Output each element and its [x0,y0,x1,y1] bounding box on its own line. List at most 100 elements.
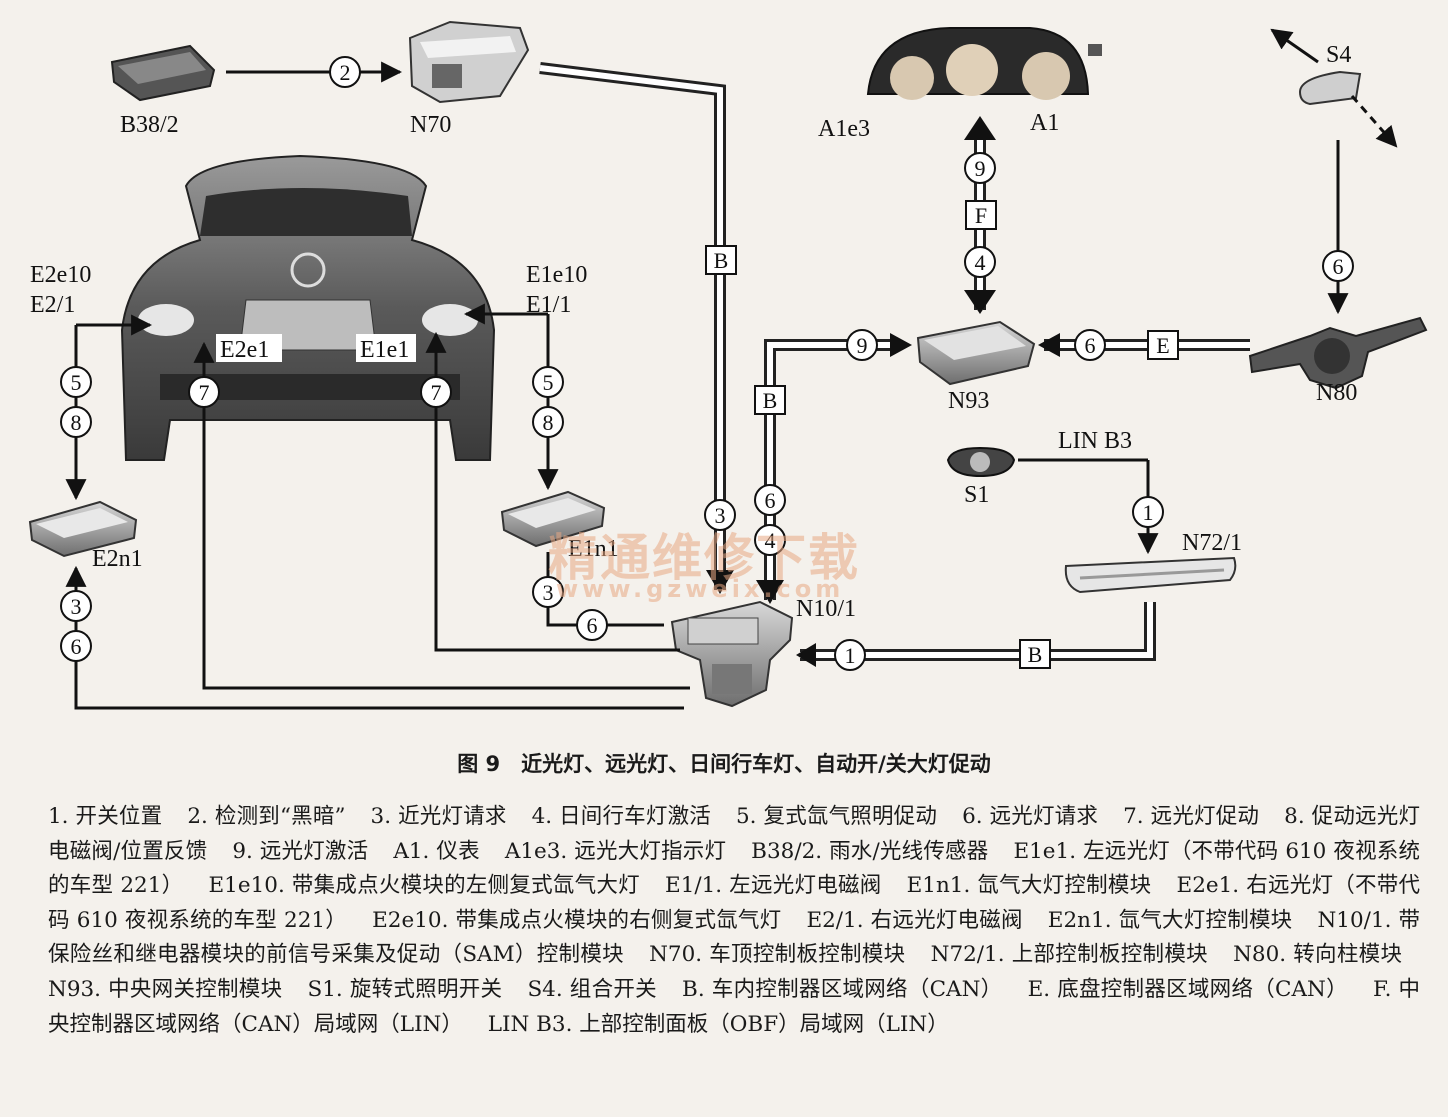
bubble-5-right: 5 [532,366,564,398]
tag-e-n80: E [1147,330,1179,360]
label-e1e1: E1e1 [360,337,409,363]
bubble-1-n10: 1 [834,639,866,671]
watermark-url: www.gzweix.com [556,575,845,603]
legend-item: E1n1. 氙气大灯控制模块 [906,873,1152,899]
svg-text:6: 6 [1085,333,1096,358]
upper-control-panel-n72-1 [1064,556,1237,594]
svg-text:7: 7 [199,380,210,405]
bubble-1-lin: 1 [1132,496,1164,528]
legend-item: N70. 车顶控制板控制模块 [649,942,906,968]
legend: 1. 开关位置 2. 检测到“黑暗” 3. 近光灯请求 4. 日间行车灯激活 5… [48,800,1420,1042]
legend-item: F. 中央控制器区域网络（CAN）局域网（LIN） [48,976,1421,1037]
label-n93: N93 [948,388,989,414]
label-lin-b3: LIN B3 [1058,428,1132,454]
xenon-control-module-e1n1 [500,490,606,548]
legend-item: A1. 仪表 [393,838,480,864]
label-e2e10: E2e10 [30,262,91,288]
label-a1: A1 [1030,110,1059,136]
roof-control-module-n70 [408,20,530,104]
svg-text:6: 6 [1333,254,1344,279]
label-e1e10: E1e10 [526,262,587,288]
instrument-cluster-a1 [866,27,1102,100]
bubble-6-vertical: 6 [754,484,786,516]
bubble-6-n93: 6 [1074,329,1106,361]
legend-item: A1e3. 远光大灯指示灯 [504,838,727,864]
label-n70: N70 [410,112,451,138]
bubble-6-e2n1: 6 [60,630,92,662]
svg-text:9: 9 [857,333,868,358]
label-e2n1: E2n1 [92,546,143,572]
label-e1n1: E1n1 [568,536,619,562]
legend-item: 1. 开关位置 [48,804,163,829]
legend-item: E. 底盘控制器区域网络（CAN） [1027,976,1348,1002]
svg-text:3: 3 [715,503,726,528]
legend-item: E1e10. 带集成点火模块的左侧复式氙气大灯 [208,873,640,899]
legend-item: 2. 检测到“黑暗” [187,804,346,829]
front-sam-module-n10-1 [670,600,794,708]
label-n80: N80 [1316,380,1357,406]
bubble-9-a1: 9 [964,152,996,184]
legend-item: E2e1. 右远光灯（不带代码 610 夜视系统的车型 221） [48,873,1420,933]
bubble-3-vertical: 3 [704,499,736,531]
label-a1e3: A1e3 [818,116,870,142]
legend-item: 9. 远光灯激活 [232,838,369,864]
label-s4: S4 [1326,42,1351,68]
tag-b-n70: B [705,245,737,275]
bubble-9-n93: 9 [846,329,878,361]
svg-text:8: 8 [71,410,82,435]
tag-f-a1: F [965,200,997,230]
svg-text:5: 5 [543,370,554,395]
legend-item: B38/2. 雨水/光线传感器 [751,838,989,864]
bubble-4-a1: 4 [964,246,996,278]
rotary-light-switch-s1 [946,446,1016,478]
label-bg-e1e1 [356,334,416,362]
bus-arrowheads [706,116,1060,667]
legend-item: 7. 远光灯促动 [1123,804,1260,829]
legend-item: 3. 近光灯请求 [370,804,507,829]
legend-item: S4. 组合开关 [527,976,657,1002]
legend-item: E2e10. 带集成点火模块的右侧复式氙气灯 [372,907,782,933]
label-s1: S1 [964,482,989,508]
legend-item: 6. 远光灯请求 [962,804,1099,829]
watermark-text: 精通维修下载 [548,529,860,587]
legend-item: E1e1. 左远光灯（不带代码 610 夜视系统的车型 221） [48,838,1420,899]
tag-b-n93: B [754,385,786,415]
bubble-6-e1n1: 6 [576,609,608,641]
car-front-image [120,154,496,461]
bus-tags: B F E B B [705,200,1179,669]
svg-text:5: 5 [71,370,82,395]
label-n72-1: N72/1 [1182,530,1242,556]
svg-text:6: 6 [765,488,776,513]
legend-item: S1. 旋转式照明开关 [307,976,503,1002]
svg-text:7: 7 [431,380,442,405]
bubble-5-left: 5 [60,366,92,398]
svg-text:9: 9 [975,156,986,181]
legend-item: LIN B3. 上部控制面板（OBF）局域网（LIN） [487,1011,949,1037]
svg-text:4: 4 [975,250,986,275]
label-b38-2: B38/2 [120,112,179,138]
label-e2-1: E2/1 [30,292,75,318]
bubble-3-e1n1: 3 [532,576,564,608]
component-labels: B38/2 N70 A1e3 A1 S4 E2e10 E2/1 E1e10 E1… [30,42,1357,622]
svg-text:6: 6 [587,613,598,638]
legend-item: B. 车内控制器区域网络（CAN） [682,976,1003,1002]
bubble-6-s4: 6 [1322,250,1354,282]
bubble-4-vertical: 4 [754,524,786,556]
legend-item: N93. 中央网关控制模块 [48,976,283,1002]
svg-text:2: 2 [340,60,351,85]
bubble-8-left: 8 [60,406,92,438]
svg-text:E: E [1156,333,1169,358]
svg-text:F: F [975,203,987,228]
combination-switch-s4 [1270,28,1398,148]
rain-light-sensor-b38-2 [110,44,216,102]
svg-text:4: 4 [765,528,776,553]
legend-item: 5. 复式氙气照明促动 [735,804,938,829]
legend-item: N80. 转向柱模块 [1233,942,1402,968]
label-e1-1: E1/1 [526,292,571,318]
signal-bubbles: 2 9 4 6 9 6 5 8 5 8 7 7 6 4 3 1 1 3 6 3 … [60,56,1354,671]
legend-item: N72/1. 上部控制板控制模块 [930,942,1208,968]
legend-item: 8. 促动远光灯电磁阀/位置反馈 [48,804,1420,864]
legend-item: 4. 日间行车灯激活 [531,804,711,829]
svg-text:B: B [763,388,778,413]
steering-column-module-n80 [1248,316,1428,390]
